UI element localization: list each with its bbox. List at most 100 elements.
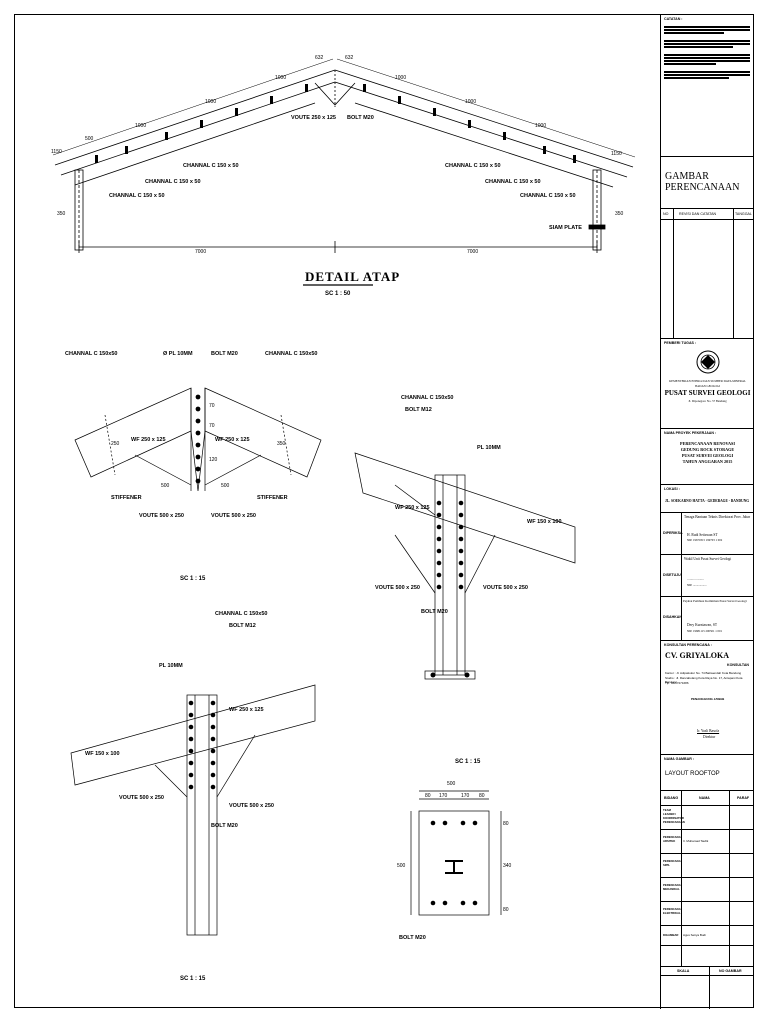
label-e2-voute-left: VOUTE 500 x 250 — [375, 585, 420, 591]
right-rafter-top — [334, 69, 634, 168]
dim-span-right: 7000 — [467, 249, 478, 255]
dim-bp-500-top: 500 — [447, 781, 456, 787]
checked-section: DIPERIKSA Tenaga Bantuan Teknis Direktor… — [661, 513, 754, 555]
label-channal-2: CHANNAL C 150 x 50 — [145, 179, 201, 185]
sheet-number-label: NO GAMBAR — [719, 969, 742, 973]
garuda-emblem-icon — [696, 350, 720, 374]
scale-ridge: SC 1 : 15 — [180, 576, 206, 582]
label-e3-channal: CHANNAL C 150x50 — [215, 611, 267, 617]
director-title: Direktur — [703, 735, 716, 739]
label-r-wf-right: WF 250 x 125 — [215, 437, 250, 443]
scale-eave-right: SC 1 : 15 — [455, 759, 481, 765]
consultant-tag: KONSULTAN — [727, 663, 750, 667]
checked-name: H. Rudi Setiawan ST — [687, 533, 718, 537]
dim-r-70b: 70 — [209, 423, 215, 429]
ministry-name: KEMENTERIAN ENERGI DAN SUMBER DAYA MINER… — [669, 379, 746, 383]
agency-small: BADAN GEOLOGI — [695, 384, 720, 388]
project-line-4: TAHUN ANGGARAN 2015 — [682, 459, 733, 464]
dim-1000-b: 1000 — [205, 99, 216, 105]
label-r-channal-left: CHANNAL C 150x50 — [65, 351, 117, 357]
revision-table: NO REVISI DAN CATATAN TANGGAL — [661, 209, 754, 339]
owner-heading: PEMBERI TUGAS : — [664, 341, 697, 345]
label-channal-1: CHANNAL C 150 x 50 — [183, 163, 239, 169]
team-role: TEAM LEADER / KOORDINATOR PERENCANAAN — [663, 808, 685, 824]
approved-nip: NIP. .................. — [687, 583, 707, 587]
consultant-heading: KONSULTAN PERENCANA : — [664, 643, 712, 647]
ratified-role: Pejabat Pembuat Komitmen Pusat Survei Ge… — [683, 599, 747, 603]
project-line-3: PUSAT SURVEI GEOLOGI — [681, 453, 734, 458]
label-r-bolt: BOLT M20 — [211, 351, 238, 357]
label-e3-bolt: BOLT M20 — [211, 823, 238, 829]
checked-role: Tenaga Bantuan Teknis Direktorat Prov. J… — [684, 515, 751, 519]
ratified-label: DISAHKAN — [663, 615, 682, 619]
left-rafter-top — [54, 69, 336, 166]
sheet-footer: SKALA NO GAMBAR — [661, 967, 754, 1009]
label-r-voute-left: VOUTE 500 x 250 — [139, 513, 184, 519]
consultant-phone: Tlp. 022-7271686 — [665, 681, 689, 685]
team-row: PERENCANA MEKANIKAL — [661, 877, 754, 902]
dim-350-left: 350 — [57, 211, 66, 217]
label-e3-bolt-m12: BOLT M12 — [229, 623, 256, 629]
dim-r-120: 120 — [209, 457, 218, 463]
detail-scale: SC 1 : 50 — [325, 291, 351, 297]
ridge-haunch — [314, 82, 356, 106]
dim-bp-170-a: 170 — [439, 793, 448, 799]
dim-632-left: 632 — [315, 55, 324, 61]
approved-role: Wakil Unit Pusat Survei Geologi — [684, 557, 732, 561]
ratified-section: DISAHKAN Pejabat Pembuat Komitmen Pusat … — [661, 597, 754, 641]
label-bolt-ridge: BOLT M20 — [347, 115, 374, 121]
dim-bp-80-bottom: 80 — [503, 907, 509, 913]
purlin-channels — [95, 84, 576, 163]
dim-1000-c: 1000 — [275, 75, 286, 81]
owner-section: PEMBERI TUGAS : KEMENTERIAN ENERGI DAN S… — [661, 339, 754, 429]
dim-r-500-right: 500 — [221, 483, 230, 489]
left-rafter-bottom — [60, 81, 336, 176]
dim-bp-80-right: 80 — [479, 793, 485, 799]
label-e3-voute-right: VOUTE 500 x 250 — [229, 803, 274, 809]
dim-1150-right: 1150 — [611, 151, 622, 157]
label-r-channal-right: CHANNAL C 150x50 — [265, 351, 317, 357]
label-e2-voute-right: VOUTE 500 x 250 — [483, 585, 528, 591]
project-section: PEMBERI TUGAS : NAMA PROYEK PEKERJAAN : … — [661, 429, 754, 485]
team-name: Ir. Muhamad Taufik — [683, 839, 709, 843]
drawing-area: 7000 7000 1000 1000 1000 1000 1000 1000 … — [15, 15, 660, 1009]
label-channal-6: CHANNAL C 150 x 50 — [520, 193, 576, 199]
approved-section: DISETUJUI Wakil Unit Pusat Survei Geolog… — [661, 555, 754, 597]
scale-eave-left: SC 1 : 15 — [180, 976, 206, 982]
label-base-plate: SIAM PLATE — [549, 225, 582, 231]
dim-bp-340: 340 — [503, 863, 512, 869]
notes-list — [664, 25, 750, 85]
label-r-wf-left: WF 250 x 125 — [131, 437, 166, 443]
col-no: NO — [663, 212, 669, 216]
dim-r-70a: 70 — [209, 403, 215, 409]
sheet-heading: NAMA GAMBAR : — [664, 757, 695, 761]
label-r-stiff-right: STIFFENER — [257, 495, 288, 501]
team-role: PERENCANA ARSITEK — [663, 835, 681, 843]
detail-title: DETAIL ATAP — [305, 269, 400, 284]
dim-1150-left: 1150 — [51, 149, 62, 155]
team-row: DIGAMBAR Agus Setiya Budi — [661, 925, 754, 946]
eave-connection-left — [70, 684, 316, 936]
eave-right-bolts — [430, 500, 470, 678]
project-line-1: PERENCANAAN RENOVASI — [680, 441, 735, 446]
scale-label: SKALA — [677, 969, 690, 973]
location-heading: LOKASI : — [664, 487, 680, 491]
left-voute-line — [74, 102, 316, 186]
project-heading-label: NAMA PROYEK PEKERJAAN : — [664, 431, 717, 435]
sheet-name-section: NAMA GAMBAR : LAYOUT ROOFTOP — [661, 755, 754, 791]
consultant-section: KONSULTAN PERENCANA : CV. GRIYALOKA KONS… — [661, 641, 754, 755]
team-row: PERENCANA SIPIL — [661, 853, 754, 878]
drawing-type-section: GAMBAR PERENCANAAN — [661, 157, 754, 209]
responsible-label: PENANGGUNG JAWAB — [691, 697, 725, 701]
drawing-sheet: 7000 7000 1000 1000 1000 1000 1000 1000 … — [14, 14, 754, 1009]
agency-address: Jl. Diponegoro No. 57 Bandung — [688, 399, 727, 403]
team-role: PERENCANA SIPIL — [663, 859, 681, 867]
drawing-heading: GAMBAR PERENCANAAN — [665, 171, 740, 193]
team-row: PERENCANA ARSITEK Ir. Muhamad Taufik — [661, 829, 754, 854]
dim-span-left: 7000 — [195, 249, 206, 255]
team-role: PERENCANA ELEKTRIKAL — [663, 907, 681, 915]
dim-1000-a: 1000 — [135, 123, 146, 129]
label-bp-bolt: BOLT M20 — [399, 935, 426, 941]
label-e2-wf: WF 250 x 125 — [395, 505, 430, 511]
notes-section: CATATAN : — [661, 15, 754, 157]
